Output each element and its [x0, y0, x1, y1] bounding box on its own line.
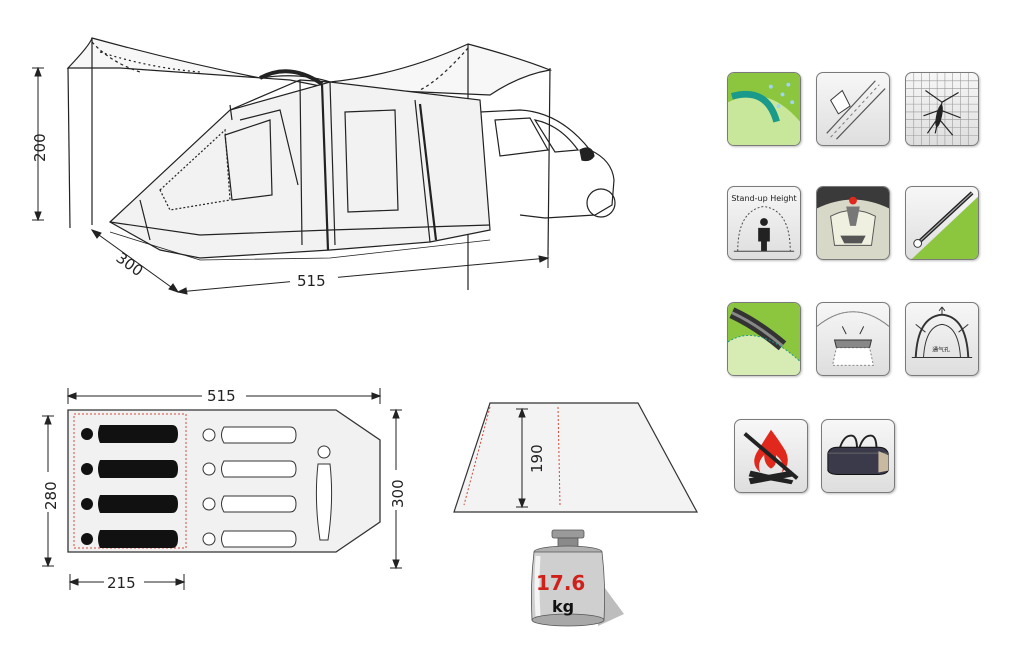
- weight-icon: 17.6 kg: [530, 529, 624, 627]
- floor-plan-drawing: 515 280 300 215: [38, 384, 408, 592]
- waterproof-coating-icon: [727, 72, 801, 146]
- inner-pocket-icon: [816, 302, 890, 376]
- car-outline: [479, 109, 615, 219]
- side-height-label: 200: [31, 133, 49, 162]
- carry-bag-icon: [821, 419, 895, 493]
- side-length-label: 515: [297, 272, 326, 290]
- stand-up-height-icon: Stand-up Height: [727, 186, 801, 260]
- plan-length-label: 515: [207, 387, 236, 405]
- no-fire-icon: [734, 419, 808, 493]
- stand-up-height-label: Stand-up Height: [731, 194, 797, 203]
- mosquito-mesh-icon: [905, 72, 979, 146]
- section-height-label: 190: [528, 444, 546, 473]
- vent-label: 通气孔: [932, 346, 950, 354]
- ventilation-icon: 通气孔: [905, 302, 979, 376]
- side-view-drawing: 200 300 515: [31, 37, 616, 295]
- weight-value: 17.6: [536, 571, 585, 595]
- groundsheet-fabric-icon: [727, 302, 801, 376]
- taped-seams-icon: [816, 72, 890, 146]
- interior-lamp-icon: [816, 186, 890, 260]
- plan-inner-width-label: 280: [42, 481, 60, 510]
- plan-inner-length-label: 215: [107, 574, 136, 592]
- section-view-drawing: 190: [453, 402, 699, 513]
- weight-unit: kg: [552, 597, 574, 616]
- side-depth-label: 300: [113, 249, 147, 280]
- plan-outer-width-label: 300: [389, 479, 407, 508]
- fiberglass-pole-icon: [905, 186, 979, 260]
